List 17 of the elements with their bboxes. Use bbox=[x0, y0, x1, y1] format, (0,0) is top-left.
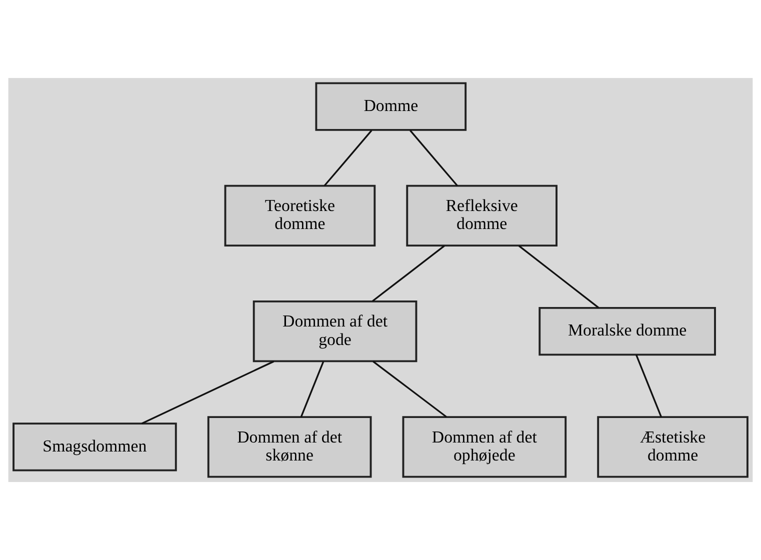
node-box: Domme bbox=[315, 82, 467, 131]
connector bbox=[410, 130, 458, 186]
connector bbox=[324, 130, 372, 186]
connector bbox=[372, 245, 445, 302]
connector bbox=[300, 361, 324, 418]
node-box: Dommen af det skønne bbox=[207, 416, 372, 478]
connector bbox=[636, 354, 662, 418]
connector bbox=[372, 360, 447, 418]
node-box: Smagsdommen bbox=[12, 422, 177, 472]
connector bbox=[518, 245, 600, 308]
node-box: Refleksive domme bbox=[406, 184, 558, 247]
node-box: Æstetiske domme bbox=[597, 416, 748, 478]
node-box: Moralske domme bbox=[538, 306, 716, 356]
node-box: Dommen af det gode bbox=[252, 300, 418, 362]
node-box: Teoretiske domme bbox=[224, 184, 376, 247]
node-box: Dommen af det ophøjede bbox=[402, 416, 567, 478]
connector bbox=[141, 360, 274, 424]
